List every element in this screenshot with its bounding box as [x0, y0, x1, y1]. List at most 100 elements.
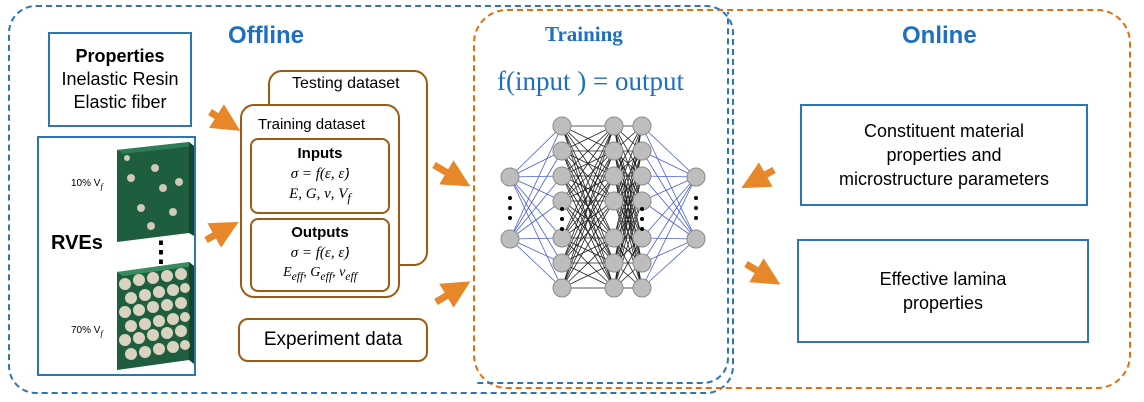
network-connection	[561, 125, 615, 152]
network-connection	[613, 150, 643, 202]
network-node	[552, 228, 572, 248]
offline-title: Offline	[228, 22, 304, 49]
network-connection	[641, 176, 697, 264]
network-connection	[641, 150, 697, 240]
offline-region	[8, 5, 734, 394]
network-connection	[613, 125, 643, 177]
constituent-properties-box: Constituent material properties and micr…	[800, 104, 1088, 206]
properties-title: Properties	[75, 46, 165, 66]
inputs-title: Inputs	[297, 145, 343, 162]
network-connection	[509, 238, 563, 289]
online-title: Online	[902, 22, 977, 49]
ellipsis-dot	[640, 207, 644, 211]
network-connection	[613, 125, 643, 202]
network-node	[552, 141, 572, 161]
outputs-box: Outputs σ = f(ε, ε̇) Eeff, Geff, νeff	[250, 218, 390, 292]
rve-70-percent-image	[117, 262, 194, 370]
inputs-box: Inputs σ = f(ε, ε̇) E, G, ν, Vf	[250, 138, 390, 214]
network-connection	[509, 125, 563, 240]
online-region	[473, 9, 1131, 389]
network-connection	[561, 262, 615, 289]
network-node	[604, 141, 624, 161]
ellipsis-dot	[640, 217, 644, 221]
network-node	[632, 141, 652, 161]
network-node	[552, 166, 572, 186]
network-connection	[561, 237, 615, 289]
network-node	[604, 191, 624, 211]
constituent-properties-label: Constituent material properties and micr…	[838, 121, 1050, 189]
network-connection	[509, 175, 563, 240]
training-dataset-label: Training dataset	[258, 116, 366, 133]
outputs-equation-1: σ = f(ε, ε̇)	[290, 245, 350, 262]
network-connection	[509, 150, 563, 240]
network-connection	[613, 237, 643, 289]
network-connection	[641, 176, 697, 202]
network-connection	[641, 125, 697, 178]
network-node	[552, 116, 572, 136]
network-connection	[641, 150, 697, 178]
network-connection	[509, 176, 563, 202]
network-connection	[561, 125, 615, 177]
network-connection	[509, 200, 563, 240]
network-node	[552, 278, 572, 298]
inputs-equation-1: σ = f(ε, ε̇)	[290, 166, 350, 182]
network-connection	[509, 238, 563, 264]
training-title: Training	[545, 22, 623, 46]
ellipsis-dot	[694, 206, 698, 210]
ellipsis-dot	[508, 196, 512, 200]
network-connection	[641, 238, 697, 264]
network-connection	[641, 238, 697, 289]
network-connection	[561, 175, 615, 289]
effective-lamina-label: Effective lamina properties	[879, 269, 1007, 313]
network-connection	[509, 125, 563, 178]
network-connection	[561, 237, 615, 264]
network-node	[632, 116, 652, 136]
training-dataset-box: Training dataset Inputs σ = f(ε, ε̇) E, …	[240, 104, 400, 298]
network-connection	[561, 200, 615, 289]
network-node	[686, 229, 706, 249]
ellipsis-dot	[508, 216, 512, 220]
outputs-equation-2: Eeff, Geff, νeff	[283, 265, 357, 283]
rves-label: RVEs	[51, 232, 103, 254]
ellipsis-dot	[694, 216, 698, 220]
training-region	[475, 12, 729, 384]
network-node	[632, 278, 652, 298]
network-node	[552, 253, 572, 273]
rve-fraction-bottom: 70% Vf	[71, 325, 103, 338]
network-node	[632, 166, 652, 186]
ellipsis-dot	[560, 207, 564, 211]
network-connection	[561, 175, 615, 202]
network-connection	[641, 176, 697, 289]
neural-network-diagram	[500, 116, 706, 298]
outputs-title: Outputs	[291, 224, 349, 242]
training-formula: f(input ) = output	[497, 66, 684, 96]
network-connection	[561, 150, 615, 202]
network-node	[500, 229, 520, 249]
network-node	[604, 166, 624, 186]
ellipsis-dot	[694, 196, 698, 200]
network-node	[632, 228, 652, 248]
inputs-equation-2: E, G, ν, Vf	[289, 186, 351, 205]
network-connection	[641, 176, 697, 239]
rve-10-percent-image	[117, 142, 194, 242]
ellipsis-dot	[640, 227, 644, 231]
rve-vertical-dots: ⋮	[147, 236, 175, 267]
network-node	[686, 167, 706, 187]
network-node	[604, 278, 624, 298]
experiment-data-box: Experiment data	[238, 318, 428, 362]
rve-fraction-top: 10% Vf	[71, 178, 103, 191]
effective-lamina-box: Effective lamina properties	[797, 239, 1089, 343]
experiment-data-label: Experiment data	[263, 329, 403, 350]
network-node	[500, 167, 520, 187]
rves-box: 10% Vf RVEs ⋮ 70% Vf	[37, 136, 196, 376]
properties-line1: Inelastic Resin	[61, 69, 179, 89]
network-node	[632, 253, 652, 273]
ellipsis-dot	[560, 217, 564, 221]
network-connection	[613, 200, 643, 289]
network-connection	[509, 150, 563, 178]
ellipsis-dot	[508, 206, 512, 210]
network-connection	[641, 125, 697, 240]
properties-line2: Elastic fiber	[73, 92, 167, 112]
network-connection	[509, 176, 563, 289]
network-node	[604, 116, 624, 136]
